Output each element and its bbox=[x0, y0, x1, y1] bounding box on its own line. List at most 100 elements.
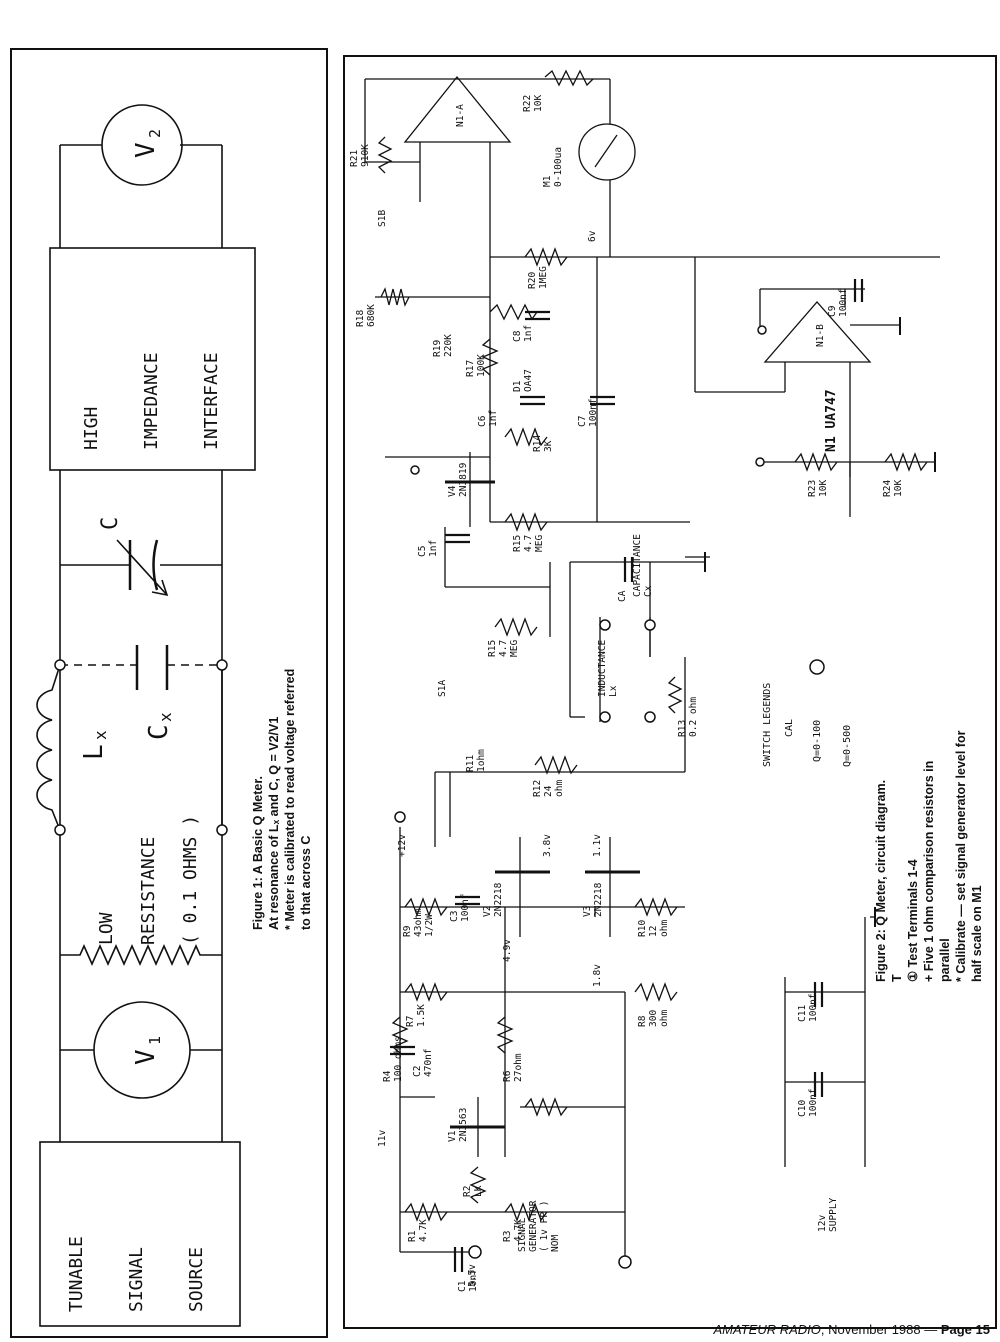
label-r21-0: R21 bbox=[349, 150, 360, 167]
source-label-1: TUNABLE bbox=[66, 1236, 87, 1312]
label-m1-0: M1 bbox=[542, 175, 553, 187]
label-r17-0: R17 bbox=[465, 360, 476, 377]
resistor-r5 bbox=[524, 1097, 568, 1117]
label-r22-1: 10K bbox=[533, 95, 544, 112]
v1-label: V bbox=[131, 1049, 161, 1065]
label-r20-0: R20 bbox=[527, 272, 538, 289]
switch-legend-q100: Q=0-100 bbox=[812, 720, 823, 762]
resistor-r12 bbox=[534, 755, 578, 775]
label-r9-2: 1/2W bbox=[424, 914, 435, 937]
label-r22-0: R22 bbox=[522, 95, 533, 112]
label-d1-1: OA47 bbox=[523, 369, 534, 392]
label-c6-1: 1nf bbox=[488, 410, 499, 427]
voltage-v49: 4.9v bbox=[502, 939, 513, 962]
label-r15a-2: MEG bbox=[534, 535, 545, 552]
label-r2-0: R2 bbox=[462, 1186, 473, 1197]
source-label-3: SOURCE bbox=[186, 1247, 207, 1312]
resistor-r2 bbox=[469, 1166, 487, 1204]
meter-m1 bbox=[578, 123, 636, 181]
label-r19-1: 220K bbox=[443, 334, 454, 357]
label-r18-0: R18 bbox=[355, 310, 366, 327]
voltage-p12: +12v bbox=[397, 834, 408, 857]
label-c8-0: C8 bbox=[512, 330, 523, 342]
label-r10-0: R10 bbox=[637, 920, 648, 937]
switch-legend-cal: CAL bbox=[784, 719, 795, 737]
resistor-r21 bbox=[377, 136, 393, 174]
cx-subscript: x bbox=[156, 712, 175, 722]
label-v2-0: V2 bbox=[482, 906, 493, 917]
resistor-r10 bbox=[634, 897, 678, 917]
label-r10-2: ohm bbox=[659, 920, 670, 937]
label-v1-0: V1 bbox=[447, 1130, 458, 1142]
opamp-n1-a bbox=[403, 75, 512, 143]
low-res-label-1: LOW bbox=[96, 912, 117, 945]
label-s1a-0: S1A bbox=[437, 680, 448, 697]
fig2-caption-line-4: + Five 1 ohm comparison resistors in bbox=[922, 761, 936, 982]
label-c10-1: 100nf bbox=[808, 1088, 819, 1117]
resistor-r17 bbox=[481, 338, 499, 376]
label-r14-0: R14 bbox=[532, 435, 543, 452]
fig2-caption-line-1: Figure 2: Q Meter, circuit diagram. bbox=[874, 780, 888, 982]
label-d1-0: D1 bbox=[512, 380, 523, 392]
label-r13-0: R13 bbox=[677, 720, 688, 737]
fig1-caption-line-3: * Meter is calibrated to read voltage re… bbox=[283, 669, 297, 930]
v2-meter bbox=[101, 104, 183, 186]
interface-label-3: INTERFACE bbox=[201, 352, 222, 450]
terminal-label-signal_gen-2: ( 1v PP ) bbox=[539, 1201, 550, 1252]
label-r4-1: 100 ohms bbox=[393, 1036, 404, 1082]
resistor-r3 bbox=[504, 1202, 548, 1222]
resistor-r22 bbox=[544, 69, 594, 87]
resistor-r8 bbox=[634, 982, 678, 1002]
label-c1-1: 10nf bbox=[468, 1269, 479, 1292]
fig1-caption-line-2: At resonance of Lₓ and C, Q = V2/V1 bbox=[267, 717, 281, 930]
switch-legend-q500: Q=0-500 bbox=[842, 725, 853, 767]
fig2-caption-line-3: ① Test Terminals 1-4 bbox=[906, 859, 920, 982]
terminal-label-capacitance-0: CAPACITANCE bbox=[632, 534, 643, 597]
terminal-label-supply-1: SUPPLY bbox=[828, 1197, 839, 1232]
opamp-n1-b bbox=[763, 301, 872, 363]
resistor-r18 bbox=[380, 287, 410, 307]
label-c7-1: 100nf bbox=[588, 398, 599, 427]
label-r9-0: R9 bbox=[402, 925, 413, 937]
label-v2-1: 2N2218 bbox=[493, 882, 504, 917]
fig2-caption-line-6: * Calibrate — set signal generator level… bbox=[954, 730, 968, 982]
issue-date: , November 1988 — bbox=[820, 1322, 941, 1337]
label-c2-1: 470nf bbox=[423, 1048, 434, 1077]
fig2-caption-line-7: half scale on M1 bbox=[970, 885, 984, 982]
voltage-v18: 1.8v bbox=[592, 964, 603, 987]
label-r23-0: R23 bbox=[807, 480, 818, 497]
resistor-r24 bbox=[884, 452, 928, 472]
voltage-v6: 6v bbox=[587, 230, 598, 242]
label-ic_part: N1 UA747 bbox=[824, 389, 839, 452]
label-ic_a: N1-A bbox=[455, 104, 466, 127]
label-c9-0: C9 bbox=[827, 305, 838, 317]
terminal-label-signal_gen-1: GENERATOR bbox=[528, 1200, 539, 1252]
fig2-caption-line-5: parallel bbox=[938, 938, 952, 982]
label-r9-1: 43ohm bbox=[413, 908, 424, 937]
magazine-name: AMATEUR RADIO bbox=[713, 1322, 821, 1337]
terminal-label-signal_gen-0: SIGNAL bbox=[517, 1217, 528, 1252]
resistor-r15-switch bbox=[494, 617, 538, 637]
label-r15b-2: MEG bbox=[509, 640, 520, 657]
label-r15a-0: R15 bbox=[512, 535, 523, 552]
label-ic_b: N1-B bbox=[815, 324, 826, 347]
label-c11-1: 100nf bbox=[808, 993, 819, 1022]
label-c7-0: C7 bbox=[577, 416, 588, 427]
resistor-r7 bbox=[404, 982, 448, 1002]
label-r6-0: R6 bbox=[502, 1070, 513, 1082]
label-c2-0: C2 bbox=[412, 1066, 423, 1077]
label-c11-0: C11 bbox=[797, 1005, 808, 1022]
voltage-v55: 5.5v bbox=[467, 1264, 478, 1287]
label-r8-0: R8 bbox=[637, 1015, 648, 1027]
label-r13-1: 0.2 ohm bbox=[688, 697, 699, 737]
terminal-label-signal_gen-3: NOM bbox=[550, 1235, 561, 1252]
label-r20-1: 1MEG bbox=[538, 266, 549, 289]
label-c8-1: 1nf bbox=[523, 325, 534, 342]
label-r24-0: R24 bbox=[882, 480, 893, 497]
figure-1-schematic: TUNABLE SIGNAL SOURCE HIGH IMPEDANCE INT… bbox=[36, 104, 313, 1327]
label-c10-0: C10 bbox=[797, 1100, 808, 1117]
lx-subscript: x bbox=[91, 730, 110, 740]
resistor-r20 bbox=[524, 247, 568, 267]
voltage-v11b: 1.1v bbox=[592, 834, 603, 857]
